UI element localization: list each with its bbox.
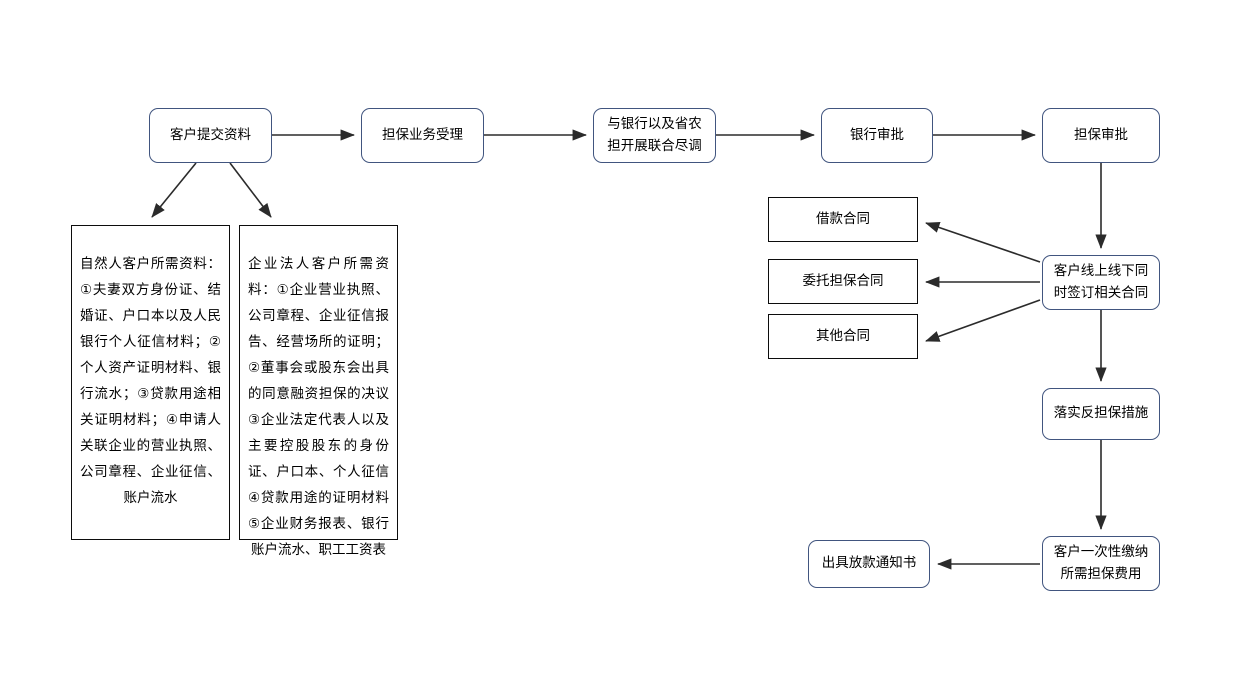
node-guarantee-approval[interactable]: 担保审批 [1042,108,1160,163]
node-bank-approval[interactable]: 银行审批 [821,108,933,163]
flow-edge-submit-to-enterprise-docs [229,162,272,218]
node-other-contract[interactable]: 其他合同 [768,314,918,359]
node-label-sign-contracts: 客户线上线下同 时签订相关合同 [1053,262,1149,301]
flow-edge-sign-to-loan-contract [925,222,1041,263]
node-label-counter-guarantee: 落实反担保措施 [1053,405,1149,422]
node-loan-contract[interactable]: 借款合同 [768,197,918,242]
node-label-other-contract: 其他合同 [816,327,870,344]
node-label-natural-person-docs: 自然人客户所需资料：①夫妻双方身份证、结婚证、户口本以及人民银行个人征信材料；②… [80,256,221,506]
flow-edge-sign-to-other [925,299,1041,342]
node-sign-contracts[interactable]: 客户线上线下同 时签订相关合同 [1042,255,1160,310]
node-natural-person-docs[interactable]: 自然人客户所需资料：①夫妻双方身份证、结婚证、户口本以及人民银行个人征信材料；②… [71,225,230,540]
node-label-duediligence: 与银行以及省农 担开展联合尽调 [607,115,702,154]
node-label-entrust-guarantee-contract: 委托担保合同 [802,272,884,289]
node-label-submit: 客户提交资料 [170,126,251,143]
node-issue-notice[interactable]: 出具放款通知书 [808,540,930,588]
node-enterprise-docs[interactable]: 企业法人客户所需资料：①企业营业执照、公司章程、企业征信报告、经营场所的证明；②… [239,225,398,558]
flow-edge-submit-to-natural-docs [151,162,197,218]
node-entrust-guarantee-contract[interactable]: 委托担保合同 [768,259,918,304]
node-accept[interactable]: 担保业务受理 [361,108,484,163]
node-label-bank-approval: 银行审批 [850,126,904,143]
node-submit[interactable]: 客户提交资料 [149,108,272,163]
node-label-accept: 担保业务受理 [382,126,463,143]
node-label-guarantee-approval: 担保审批 [1074,126,1128,143]
node-counter-guarantee[interactable]: 落实反担保措施 [1042,388,1160,440]
node-duediligence[interactable]: 与银行以及省农 担开展联合尽调 [593,108,716,163]
node-label-loan-contract: 借款合同 [816,210,870,227]
node-pay-fee[interactable]: 客户一次性缴纳 所需担保费用 [1042,536,1160,591]
node-label-enterprise-docs: 企业法人客户所需资料：①企业营业执照、公司章程、企业征信报告、经营场所的证明；②… [248,256,389,558]
node-label-issue-notice: 出具放款通知书 [821,555,917,572]
node-label-pay-fee: 客户一次性缴纳 所需担保费用 [1053,543,1149,582]
